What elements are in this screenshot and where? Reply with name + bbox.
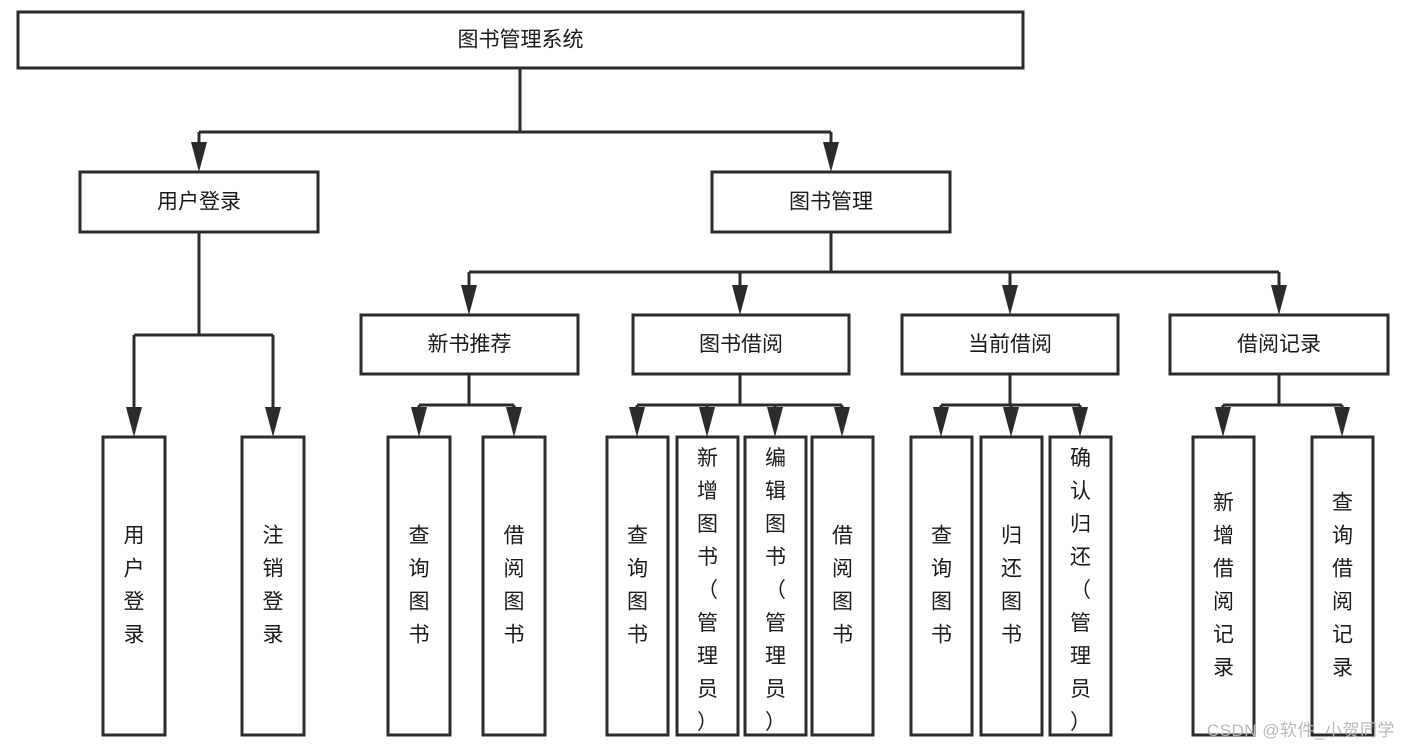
node-root[interactable]: 图书管理系统	[16, 10, 1025, 70]
arrow-head-icon	[629, 407, 645, 437]
node-box[interactable]	[810, 435, 875, 737]
node-label: 新书推荐	[428, 333, 512, 356]
connector-cur-to-leaves	[933, 374, 1088, 437]
node-label: 用户登录	[124, 524, 145, 646]
connector-rec-to-leaves	[411, 374, 522, 437]
node-new-book-rec[interactable]: 新书推荐	[359, 313, 580, 376]
node-label: 查询图书	[627, 524, 648, 646]
arrow-head-icon	[126, 407, 142, 437]
arrow-head-icon	[1003, 407, 1019, 437]
arrow-head-icon	[834, 407, 850, 437]
arrow-head-icon	[1334, 407, 1350, 437]
node-leaf-confirm-return[interactable]: 确认归还（管理员）	[1048, 435, 1113, 737]
connector-record-to-leaves	[1215, 374, 1350, 437]
node-box[interactable]	[979, 435, 1044, 737]
node-box[interactable]	[101, 435, 167, 737]
node-leaf-rec-query-book[interactable]: 查询图书	[386, 435, 452, 737]
connector-root-to-level2	[191, 68, 839, 172]
node-box[interactable]	[675, 435, 740, 737]
node-box[interactable]	[1310, 435, 1375, 737]
node-leaf-query-record[interactable]: 查询借阅记录	[1310, 435, 1375, 737]
node-leaf-user-login[interactable]: 用户登录	[101, 435, 167, 737]
connectors-layer	[126, 68, 1350, 437]
node-leaf-return-book[interactable]: 归还图书	[979, 435, 1044, 737]
node-label: 新增借阅记录	[1213, 491, 1234, 679]
node-box[interactable]	[631, 313, 851, 376]
node-book-borrow[interactable]: 图书借阅	[631, 313, 851, 376]
node-box[interactable]	[1048, 435, 1113, 737]
node-box[interactable]	[240, 435, 306, 737]
node-leaf-rec-borrow-book[interactable]: 借阅图书	[481, 435, 547, 737]
node-leaf-cur-query-book[interactable]: 查询图书	[909, 435, 974, 737]
node-leaf-borrow-query-book[interactable]: 查询图书	[605, 435, 670, 737]
node-user-login[interactable]: 用户登录	[78, 170, 320, 234]
node-leaf-add-book-admin[interactable]: 新增图书（管理员）	[675, 435, 740, 737]
node-label: 图书管理	[789, 191, 873, 214]
arrow-head-icon	[461, 285, 477, 315]
node-book-manage[interactable]: 图书管理	[710, 170, 952, 234]
node-label: 新增图书（管理员）	[697, 447, 718, 734]
node-box[interactable]	[359, 313, 580, 376]
node-box[interactable]	[481, 435, 547, 737]
node-leaf-edit-book-admin[interactable]: 编辑图书（管理员）	[743, 435, 808, 737]
arrow-head-icon	[933, 407, 949, 437]
node-leaf-user-logout[interactable]: 注销登录	[240, 435, 306, 737]
node-box[interactable]	[16, 10, 1025, 70]
connector-borrow-to-leaves	[629, 374, 850, 437]
node-box[interactable]	[710, 170, 952, 234]
node-box[interactable]	[743, 435, 808, 737]
connector-manage-to-l3	[461, 232, 1287, 315]
arrow-head-icon	[1215, 407, 1231, 437]
arrow-head-icon	[411, 407, 427, 437]
node-label: 图书借阅	[699, 333, 783, 356]
node-label: 图书管理系统	[458, 29, 584, 52]
arrow-head-icon	[265, 407, 281, 437]
arrow-head-icon	[191, 142, 207, 172]
arrow-head-icon	[1271, 285, 1287, 315]
node-label: 借阅记录	[1237, 333, 1321, 356]
node-label: 借阅图书	[832, 524, 853, 646]
node-leaf-borrow-book[interactable]: 借阅图书	[810, 435, 875, 737]
node-box[interactable]	[386, 435, 452, 737]
node-label: 查询图书	[409, 524, 430, 646]
node-label: 查询借阅记录	[1332, 491, 1353, 679]
node-box[interactable]	[1191, 435, 1256, 737]
node-label: 查询图书	[931, 524, 952, 646]
arrow-head-icon	[823, 142, 839, 172]
node-box[interactable]	[1168, 313, 1390, 376]
node-current-borrow[interactable]: 当前借阅	[900, 313, 1120, 376]
node-box[interactable]	[900, 313, 1120, 376]
arrow-head-icon	[1002, 285, 1018, 315]
arrow-head-icon	[1072, 407, 1088, 437]
node-label: 归还图书	[1001, 524, 1022, 646]
connector-login-to-leaves	[126, 232, 281, 437]
nodes-layer: 图书管理系统用户登录图书管理新书推荐图书借阅当前借阅借阅记录用户登录注销登录查询…	[16, 10, 1390, 737]
node-label: 编辑图书（管理员）	[765, 447, 786, 734]
arrow-head-icon	[767, 407, 783, 437]
arrow-head-icon	[699, 407, 715, 437]
node-label: 确认归还（管理员）	[1070, 447, 1091, 734]
node-borrow-record[interactable]: 借阅记录	[1168, 313, 1390, 376]
node-label: 当前借阅	[968, 333, 1052, 356]
node-label: 用户登录	[157, 191, 241, 214]
node-label: 借阅图书	[504, 524, 525, 646]
node-box[interactable]	[78, 170, 320, 234]
arrow-head-icon	[732, 285, 748, 315]
node-label: 注销登录	[263, 524, 284, 646]
node-leaf-add-record[interactable]: 新增借阅记录	[1191, 435, 1256, 737]
node-box[interactable]	[605, 435, 670, 737]
node-box[interactable]	[909, 435, 974, 737]
arrow-head-icon	[506, 407, 522, 437]
